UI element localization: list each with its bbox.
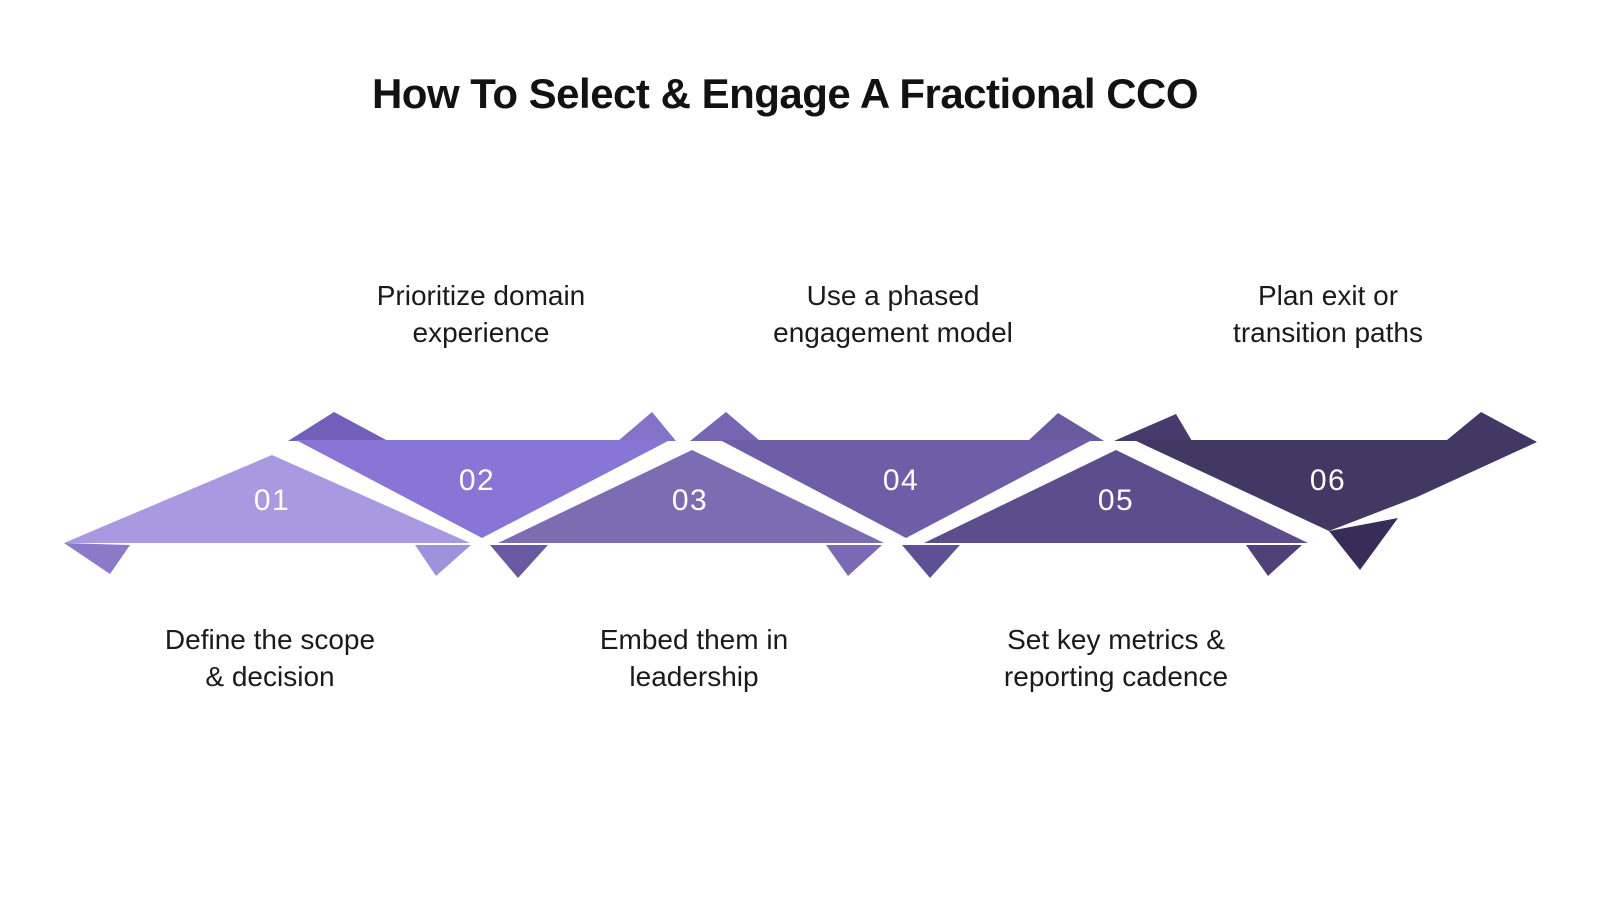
arrow-segment-03 [498,450,884,543]
ribbon-fold-t3-left [1028,413,1104,441]
step-number-03: 03 [672,484,708,517]
arrow-segment-01 [64,455,470,543]
step-label-line: Plan exit or [1257,280,1399,311]
step-label-line: Use a phased [806,280,980,311]
ribbon-fold-t2-left [618,412,676,441]
step-label-line: leadership [629,661,759,692]
ribbon-fold-b1-left [415,545,471,576]
page-title: How To Select & Engage A Fractional CCO [371,70,1199,117]
step-label-line: Define the scope [164,624,376,655]
step-number-05: 05 [1098,484,1134,517]
ribbon-fold-t2-right [690,412,760,441]
ribbon-fold-b2-left [826,545,882,576]
step-label-line: reporting cadence [1003,661,1229,692]
ribbon-fold-t1 [288,412,388,441]
step-label-line: transition paths [1233,317,1423,348]
step-label-define-scope: Define the scope & decision [165,621,375,695]
arrow-segment-06 [1134,412,1537,531]
step-number-06: 06 [1310,464,1346,497]
ribbon-fold-b3-left [1246,545,1302,576]
ribbon-fold-start [64,543,130,574]
ribbon-fold-t3-right [1114,414,1192,441]
step-label-line: Set key metrics & [1007,624,1225,655]
step-label-plan-exit: Plan exit or transition paths [1233,277,1423,351]
step-number-01: 01 [254,484,290,517]
ribbon-fold-b3-right [1329,518,1398,570]
step-label-line: & decision [205,661,335,692]
step-label-phased-engagement: Use a phased engagement model [773,277,1013,351]
step-label-prioritize-domain: Prioritize domain experience [377,277,586,351]
step-label-line: Prioritize domain [376,280,586,311]
step-label-line: experience [412,317,550,348]
step-label-line: Embed them in [599,624,789,655]
step-number-02: 02 [459,464,495,497]
step-number-04: 04 [883,464,919,497]
ribbon-fold-b2-right [902,545,960,578]
arrow-segment-05 [924,450,1308,543]
step-label-set-metrics: Set key metrics & reporting cadence [1004,621,1228,695]
step-label-embed-leadership: Embed them in leadership [600,621,788,695]
arrow-segment-04 [720,440,1092,538]
ribbon-fold-b1-right [490,545,548,578]
arrow-segment-02 [296,440,670,538]
step-label-line: engagement model [773,317,1013,348]
